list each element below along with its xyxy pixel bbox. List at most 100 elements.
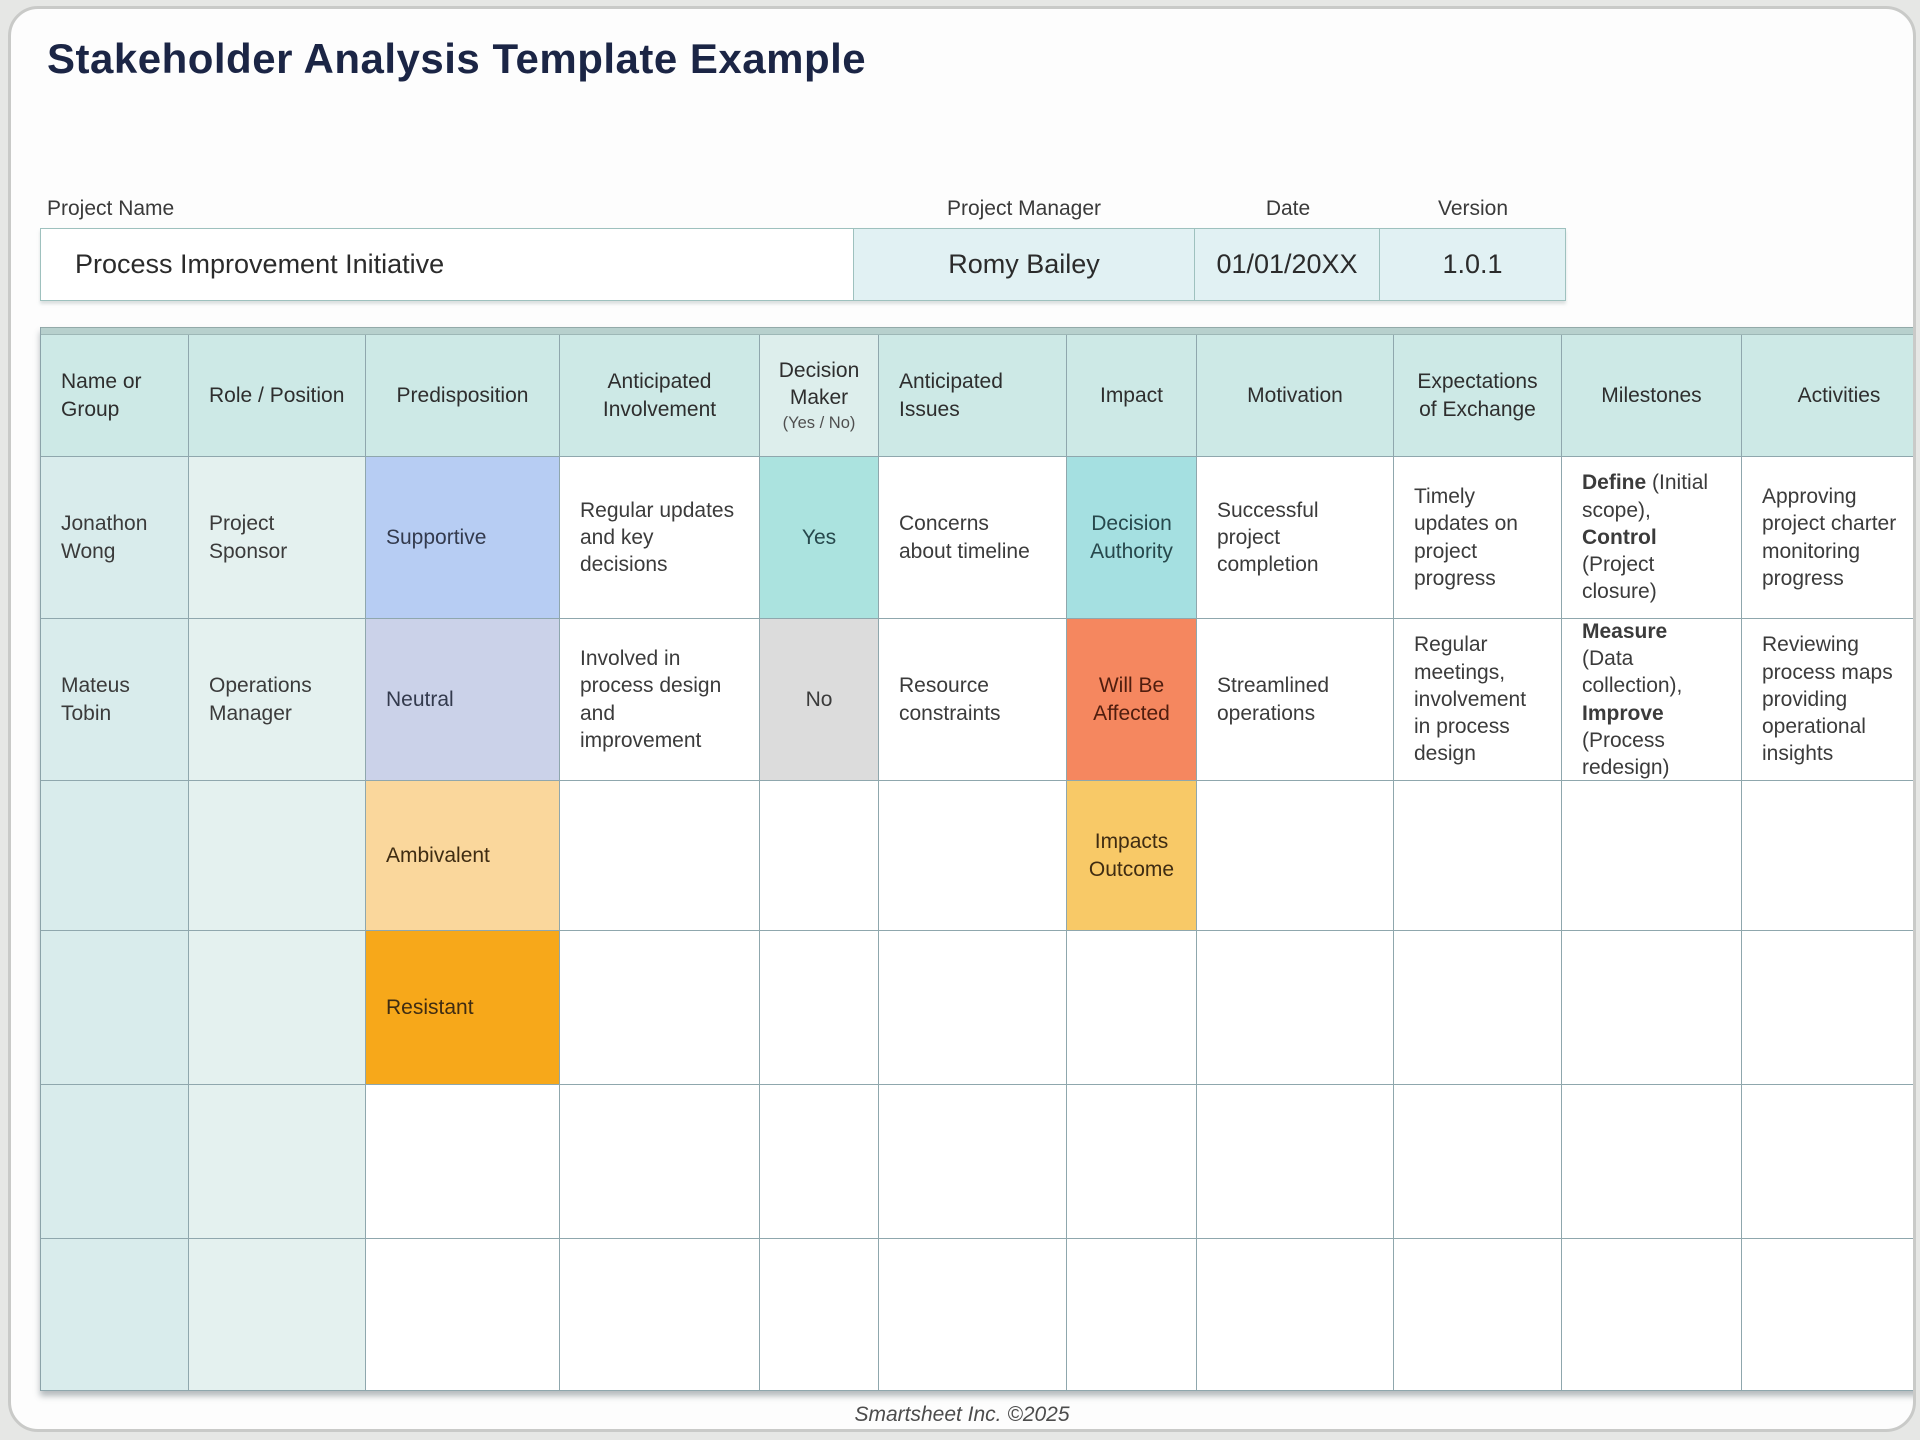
cell-r6-predisposition[interactable]: [366, 1239, 560, 1391]
cell-r5-milestones[interactable]: [1562, 1085, 1742, 1239]
project-manager-label: Project Manager: [946, 197, 1102, 220]
cell-text: Will Be Affected: [1093, 674, 1170, 725]
cell-r5-anticipated-involvement[interactable]: [560, 1085, 760, 1239]
header-label: Expectations of Exchange: [1417, 370, 1538, 421]
cell-r6-expectations-of-exchange[interactable]: [1394, 1239, 1562, 1391]
cell-r3-motivation[interactable]: [1197, 781, 1394, 931]
cell-text: Jonathon Wong: [61, 512, 148, 563]
header-cell-expectations-of-exchange: Expectations of Exchange: [1394, 335, 1562, 457]
cell-r6-role-position[interactable]: [189, 1239, 366, 1391]
cell-r6-motivation[interactable]: [1197, 1239, 1394, 1391]
cell-r3-milestones[interactable]: [1562, 781, 1742, 931]
cell-r1-role-position[interactable]: Project Sponsor: [189, 457, 366, 619]
header-label: Motivation: [1247, 383, 1343, 407]
cell-r4-impact[interactable]: [1067, 931, 1197, 1085]
cell-r5-motivation[interactable]: [1197, 1085, 1394, 1239]
cell-r2-activities[interactable]: Reviewing process maps providing operati…: [1742, 619, 1913, 781]
cell-r6-decision-maker[interactable]: [760, 1239, 879, 1391]
header-cell-motivation: Motivation: [1197, 335, 1394, 457]
cell-r4-role-position[interactable]: [189, 931, 366, 1085]
cell-r4-name-or-group[interactable]: [41, 931, 189, 1085]
cell-r1-motivation[interactable]: Successful project completion: [1197, 457, 1394, 619]
date-value[interactable]: 01/01/20XX: [1195, 228, 1380, 301]
cell-r4-milestones[interactable]: [1562, 931, 1742, 1085]
cell-text: Mateus Tobin: [61, 674, 130, 725]
cell-r1-expectations-of-exchange[interactable]: Timely updates on project progress: [1394, 457, 1562, 619]
table-row: [41, 1239, 1913, 1391]
cell-r1-impact[interactable]: Decision Authority: [1067, 457, 1197, 619]
cell-r2-impact[interactable]: Will Be Affected: [1067, 619, 1197, 781]
table-row: Resistant: [41, 931, 1913, 1085]
cell-text: Ambivalent: [386, 843, 490, 867]
cell-text: Measure (Data collection), Improve (Proc…: [1582, 619, 1683, 780]
cell-r2-name-or-group[interactable]: Mateus Tobin: [41, 619, 189, 781]
cell-r5-name-or-group[interactable]: [41, 1085, 189, 1239]
cell-r6-anticipated-issues[interactable]: [879, 1239, 1067, 1391]
cell-r3-impact[interactable]: Impacts Outcome: [1067, 781, 1197, 931]
cell-r5-impact[interactable]: [1067, 1085, 1197, 1239]
cell-r4-predisposition[interactable]: Resistant: [366, 931, 560, 1085]
header-label: Milestones: [1601, 383, 1702, 407]
header-cell-activities: Activities: [1742, 335, 1913, 457]
cell-r3-anticipated-issues[interactable]: [879, 781, 1067, 931]
cell-r1-anticipated-issues[interactable]: Concerns about timeline: [879, 457, 1067, 619]
project-name-value[interactable]: Process Improvement Initiative: [40, 228, 854, 301]
cell-text: Regular meetings, involvement in process…: [1414, 633, 1527, 766]
cell-r6-activities[interactable]: [1742, 1239, 1913, 1391]
cell-text: Regular updates and key decisions: [580, 498, 735, 577]
header-cell-predisposition: Predisposition: [366, 335, 560, 457]
cell-text: Successful project completion: [1217, 498, 1319, 577]
cell-r1-name-or-group[interactable]: Jonathon Wong: [41, 457, 189, 619]
header-cell-milestones: Milestones: [1562, 335, 1742, 457]
header-cell-decision-maker: Decision Maker(Yes / No): [760, 335, 879, 457]
cell-r4-anticipated-issues[interactable]: [879, 931, 1067, 1085]
cell-r3-predisposition[interactable]: Ambivalent: [366, 781, 560, 931]
cell-r3-activities[interactable]: [1742, 781, 1913, 931]
cell-text: Define (Initial scope), Control (Project…: [1582, 471, 1709, 604]
cell-r4-decision-maker[interactable]: [760, 931, 879, 1085]
cell-text: Approving project charter monitoring pro…: [1762, 484, 1897, 590]
cell-r4-anticipated-involvement[interactable]: [560, 931, 760, 1085]
cell-r4-expectations-of-exchange[interactable]: [1394, 931, 1562, 1085]
cell-r5-anticipated-issues[interactable]: [879, 1085, 1067, 1239]
cell-r6-name-or-group[interactable]: [41, 1239, 189, 1391]
cell-r2-anticipated-involvement[interactable]: Involved in process design and improveme…: [560, 619, 760, 781]
cell-r1-anticipated-involvement[interactable]: Regular updates and key decisions: [560, 457, 760, 619]
cell-r6-milestones[interactable]: [1562, 1239, 1742, 1391]
cell-r3-name-or-group[interactable]: [41, 781, 189, 931]
cell-text: Streamlined operations: [1217, 674, 1330, 725]
cell-r3-decision-maker[interactable]: [760, 781, 879, 931]
cell-r1-predisposition[interactable]: Supportive: [366, 457, 560, 619]
cell-r4-activities[interactable]: [1742, 931, 1913, 1085]
cell-r2-role-position[interactable]: Operations Manager: [189, 619, 366, 781]
footer-credit: Smartsheet Inc. ©2025: [854, 1403, 1070, 1426]
cell-r6-anticipated-involvement[interactable]: [560, 1239, 760, 1391]
cell-r5-role-position[interactable]: [189, 1085, 366, 1239]
header-label: Activities: [1797, 383, 1881, 407]
cell-r1-decision-maker[interactable]: Yes: [760, 457, 879, 619]
header-label: Anticipated Issues: [899, 370, 1003, 421]
cell-r2-milestones[interactable]: Measure (Data collection), Improve (Proc…: [1562, 619, 1742, 781]
project-manager-value[interactable]: Romy Bailey: [854, 228, 1195, 301]
cell-r2-anticipated-issues[interactable]: Resource constraints: [879, 619, 1067, 781]
cell-r5-predisposition[interactable]: [366, 1085, 560, 1239]
cell-r5-decision-maker[interactable]: [760, 1085, 879, 1239]
cell-r6-impact[interactable]: [1067, 1239, 1197, 1391]
cell-r5-expectations-of-exchange[interactable]: [1394, 1085, 1562, 1239]
cell-r4-motivation[interactable]: [1197, 931, 1394, 1085]
cell-r2-expectations-of-exchange[interactable]: Regular meetings, involvement in process…: [1394, 619, 1562, 781]
cell-r5-activities[interactable]: [1742, 1085, 1913, 1239]
cell-text: Impacts Outcome: [1088, 830, 1175, 881]
cell-r3-expectations-of-exchange[interactable]: [1394, 781, 1562, 931]
cell-r2-predisposition[interactable]: Neutral: [366, 619, 560, 781]
cell-r2-decision-maker[interactable]: No: [760, 619, 879, 781]
cell-r3-anticipated-involvement[interactable]: [560, 781, 760, 931]
header-label: Predisposition: [396, 383, 529, 407]
cell-r3-role-position[interactable]: [189, 781, 366, 931]
cell-text: No: [805, 687, 833, 711]
cell-r2-motivation[interactable]: Streamlined operations: [1197, 619, 1394, 781]
cell-r1-milestones[interactable]: Define (Initial scope), Control (Project…: [1562, 457, 1742, 619]
version-value[interactable]: 1.0.1: [1380, 228, 1566, 301]
cell-r1-activities[interactable]: Approving project charter monitoring pro…: [1742, 457, 1913, 619]
